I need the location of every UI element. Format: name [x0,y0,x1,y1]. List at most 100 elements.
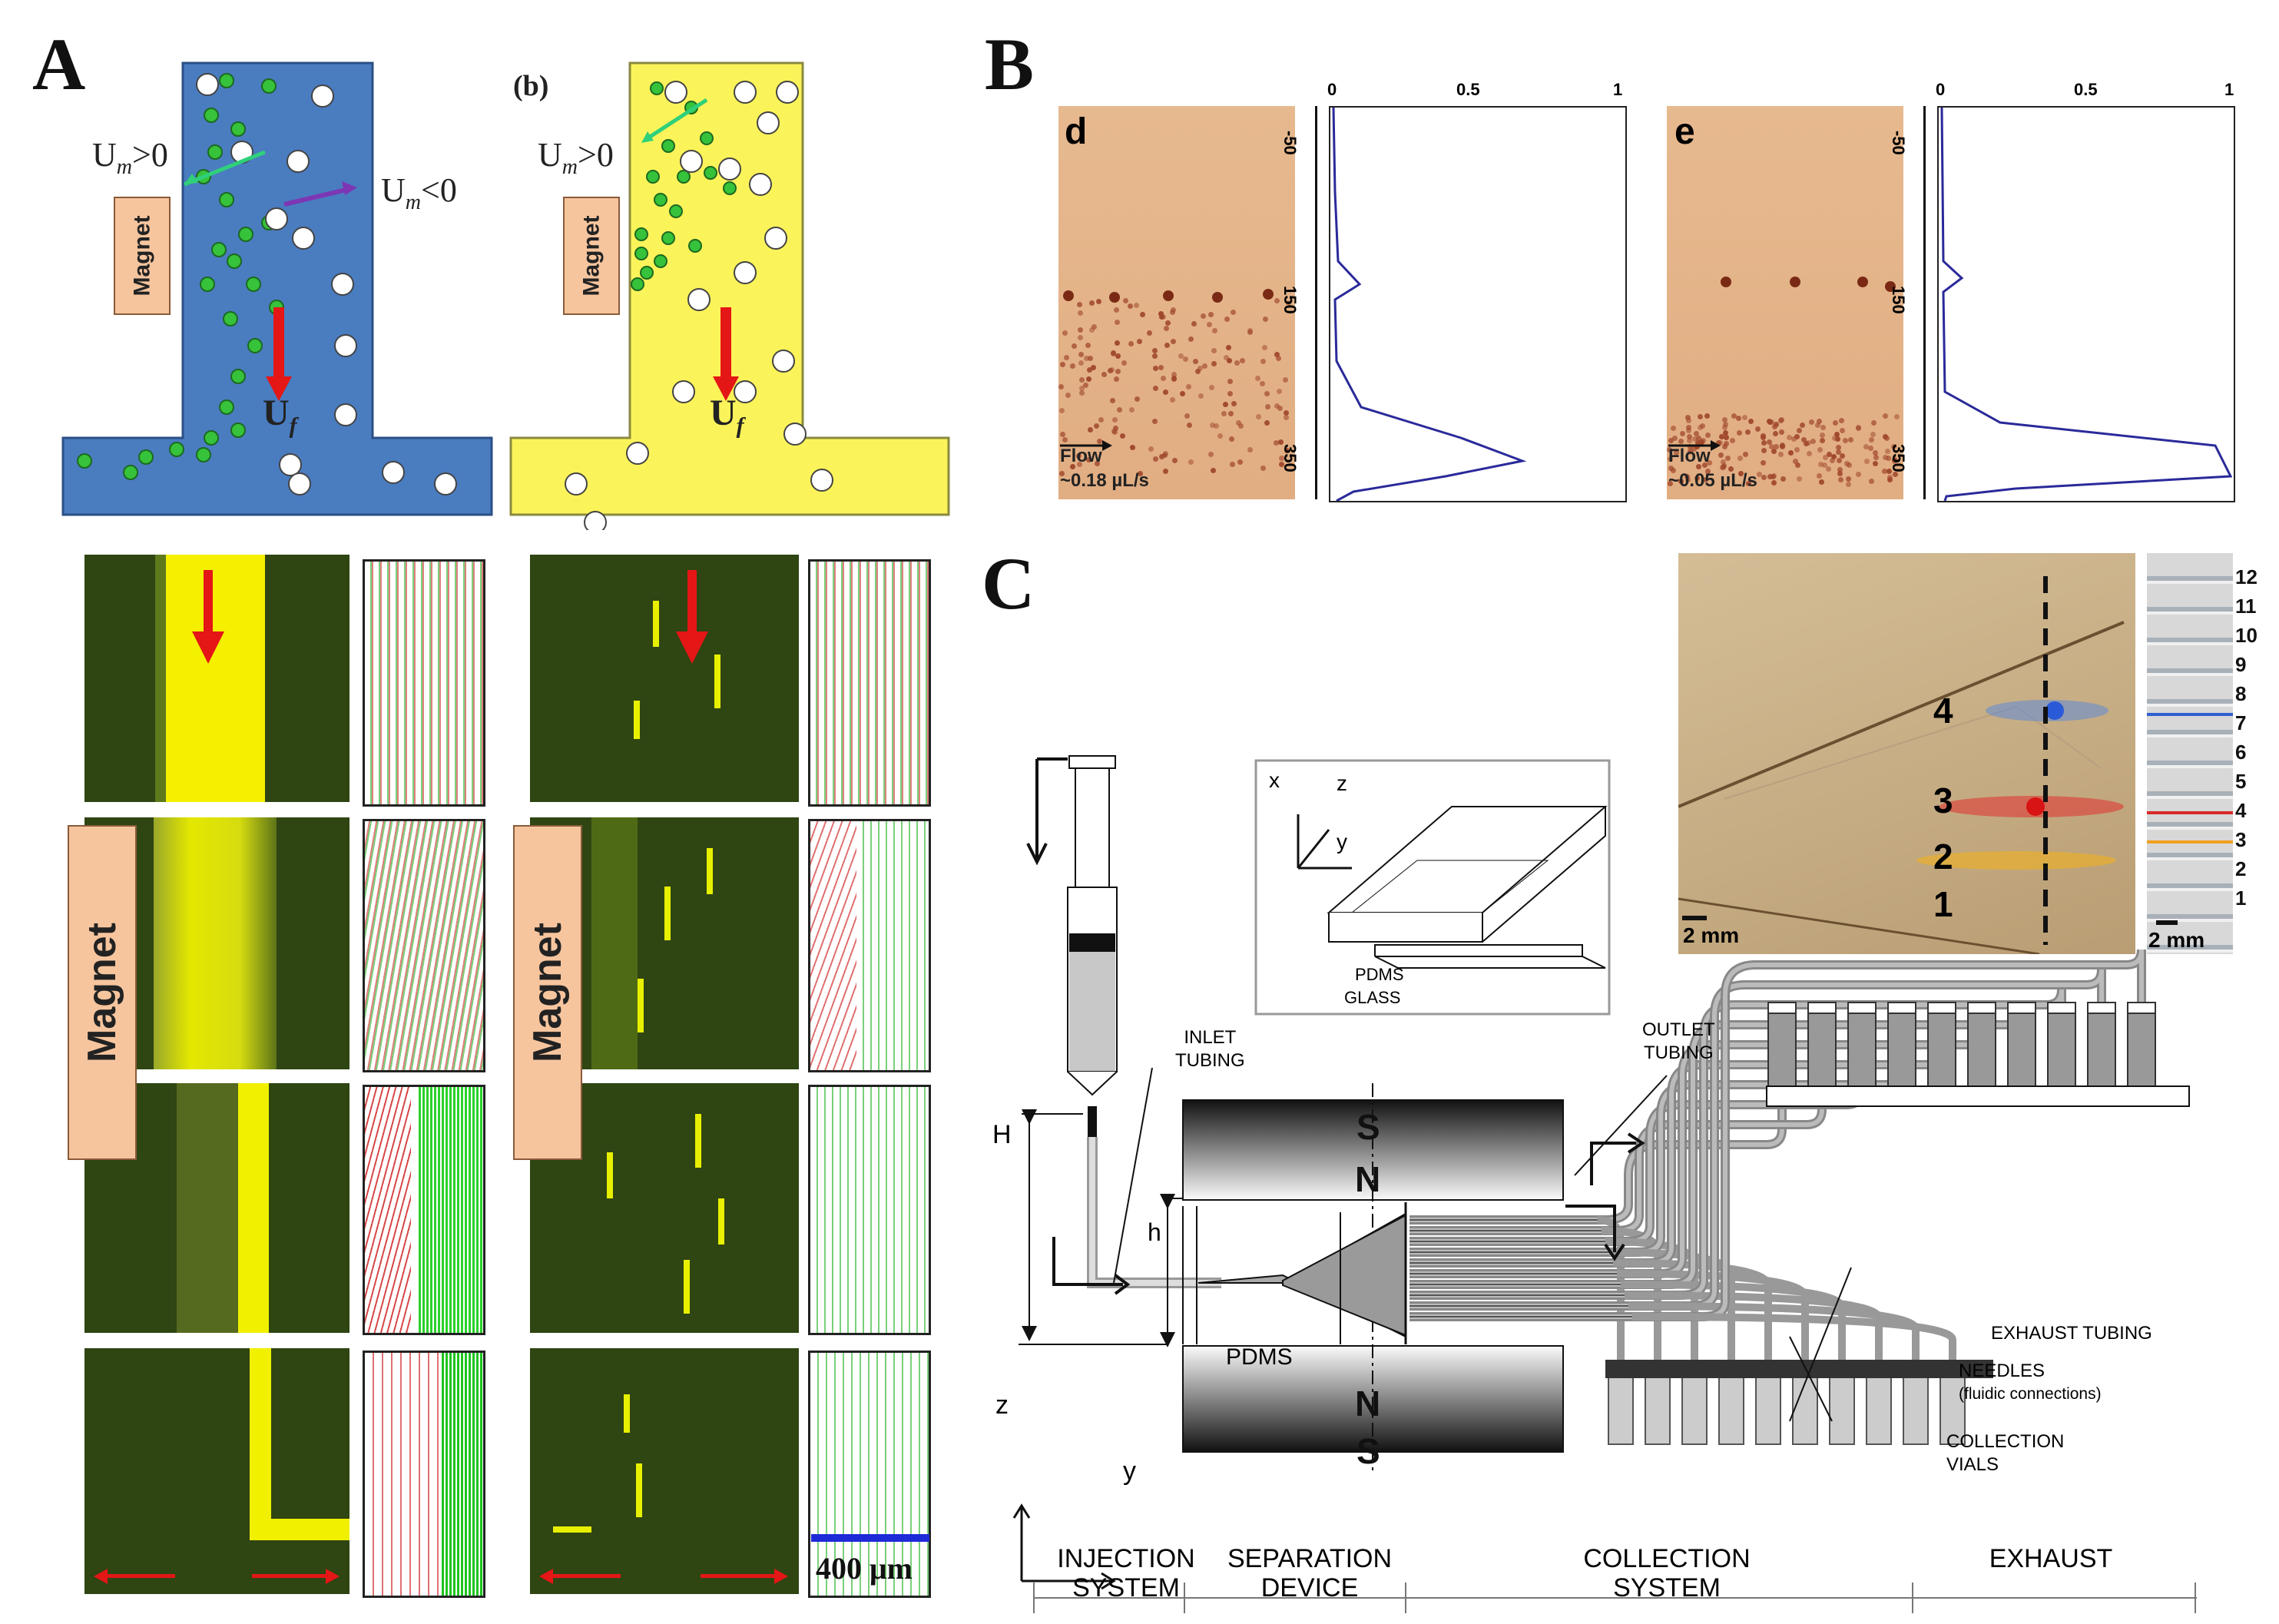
particle-dot [1197,393,1204,399]
e-tick-1: -50 [1889,131,1908,155]
axis2d-y: y [1123,1457,1136,1486]
green-particle [219,399,234,415]
particle-dot [1195,369,1201,375]
particle-dot [1147,330,1153,336]
particle-dot [1096,298,1102,304]
particle-dot [1064,355,1070,361]
exhaust-vial [2127,1009,2156,1088]
particle-dot [1159,453,1165,459]
particle-dot [1185,384,1191,390]
particle-dot [1839,418,1845,423]
particle-dot [1883,413,1889,419]
particle-dot [1701,438,1707,444]
particle-dot [1277,389,1282,395]
particle-dot [1722,443,1728,449]
exhaust-vial-cap [1927,1002,1956,1014]
particle-dot [1076,462,1082,468]
particle-dot [1079,376,1085,383]
particle-dot [1837,471,1843,477]
particle-dot [1085,343,1091,349]
particle-dot [1224,316,1230,322]
panel-b-e-photo [1667,106,1903,499]
particle-dot [1164,320,1171,326]
collection-vial [1718,1374,1744,1445]
white-particle [810,469,833,492]
particle-dot [1721,463,1727,469]
particle-dot [1830,457,1836,463]
particle-dot [1817,447,1823,453]
vials-photo: 2 mm [2147,553,2233,954]
particle-dot [1065,393,1071,399]
particle-dot [1831,453,1837,459]
particle-dot [1757,471,1763,477]
particle-dot [1163,290,1174,301]
white-particle [334,334,357,357]
particle-dot [1278,456,1284,462]
white-particle [734,81,757,104]
particle-dot [1179,391,1185,397]
collection-vial [1755,1374,1781,1445]
particle-dot [1101,372,1107,378]
particle-dot [1088,300,1095,306]
particle-dot [1794,446,1800,452]
particle-dot [1787,449,1794,456]
particle-dot [1226,357,1232,363]
particle-dot [1284,448,1290,454]
particle-dot [1678,478,1684,484]
simulation-left-3 [363,1085,485,1335]
particle-dot [1731,413,1737,419]
white-particle [265,207,288,230]
particle-dot [1767,474,1774,480]
particle-dot [1855,426,1861,432]
particle-dot [1077,301,1083,307]
particle-dot [1686,424,1692,430]
panel-b-d-rate: ~0.18 µL/s [1060,470,1149,491]
exhaust-vial-cap [1887,1002,1916,1014]
profile-curve-e [1940,107,2233,502]
particle-dot [1109,366,1115,373]
micrograph-left-3 [84,1083,349,1333]
exhaust-vial-cap [2087,1002,2116,1014]
particle-dot [1780,476,1786,482]
particle-dot [1818,462,1824,468]
simulation-right-1 [808,559,931,807]
particle-dot [1668,456,1674,462]
particle-dot [1868,437,1874,442]
white-particle [718,157,741,181]
particle-dot [1095,460,1101,466]
particle-dot [1060,361,1066,367]
particle-dot [1110,398,1116,404]
green-particle [238,227,253,242]
particle-dot [1748,418,1754,424]
particle-dot [1704,432,1711,438]
particle-dot [1274,403,1280,409]
e-tick-2: 150 [1889,286,1908,314]
white-particle [334,403,357,426]
d-top-tick-0: 0 [1327,80,1337,99]
particle-dot [1128,406,1135,413]
panel-label-b: B [985,23,1035,105]
particle-dot [1115,369,1121,375]
e-top-tick-0: 0 [1936,80,1946,99]
d-top-tick-2: 1 [1613,80,1623,99]
green-particle [654,193,667,207]
green-particle [230,369,246,384]
panel-d-overlay [1678,576,2125,956]
particle-dot [1087,426,1093,433]
particle-dot [1171,458,1178,464]
particle-dot [1090,364,1096,370]
white-particle [764,227,787,250]
particle-dot [1089,326,1095,333]
particle-dot [1260,466,1266,472]
particle-dot [1737,456,1743,462]
panel-b-e-profile-box [1937,106,2235,502]
green-particle [219,73,234,88]
particle-dot [1796,476,1802,482]
particle-dot [1893,472,1899,478]
particle-dot [1237,459,1244,466]
particle-dot [1114,320,1120,326]
particle-dot [1059,471,1065,477]
exhaust-vial-cap [2007,1002,2036,1014]
